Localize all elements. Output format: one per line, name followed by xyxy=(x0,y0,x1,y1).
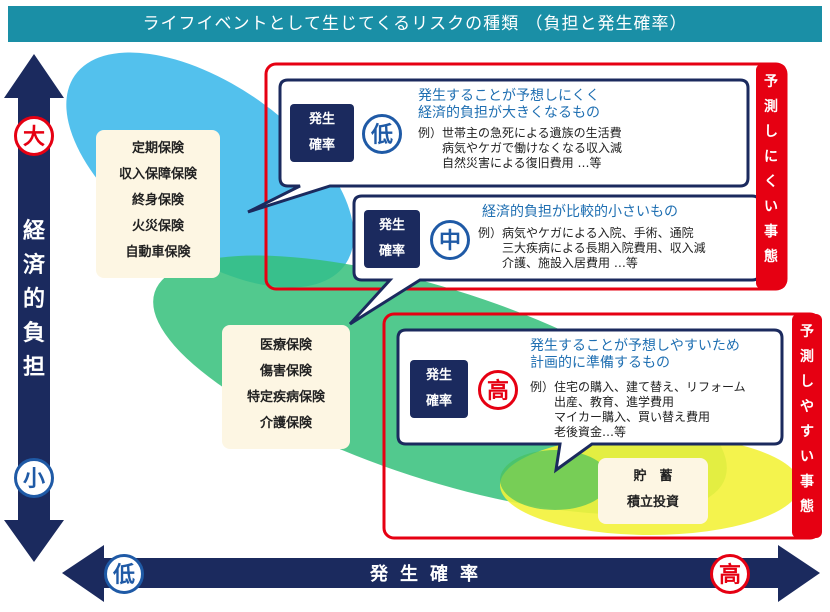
bubble-mid-level: 中 xyxy=(430,220,470,260)
x-axis-left-label: 低 xyxy=(104,554,144,594)
insurance-item: 介護保険 xyxy=(259,416,312,431)
x-axis-label: 発生確率 xyxy=(370,564,490,585)
bubble-high-heading: 発生することが予想しやすいため 計画的に準備するもの xyxy=(530,338,740,371)
x-axis-right-label: 高 xyxy=(710,554,750,594)
insurance-item: 収入保障保険 xyxy=(118,167,197,182)
insurance-group-middle: 医療保険 傷害保険 特定疾病保険 介護保険 xyxy=(222,325,350,449)
savings-group: 貯 蓄 積立投資 xyxy=(598,458,708,524)
bubble-low-probability-box: 発生 確率 xyxy=(290,104,354,162)
page-title: ライフイベントとして生じてくるリスクの種類 （負担と発生確率） xyxy=(8,6,822,42)
bubble-high-probability-box: 発生 確率 xyxy=(410,360,468,418)
bubble-low-example-prefix: 例） xyxy=(418,126,443,140)
savings-item: 貯 蓄 xyxy=(633,469,673,484)
y-axis-bottom-label: 小 xyxy=(14,458,54,498)
hard-to-predict-frame xyxy=(264,62,788,291)
insurance-item: 火災保険 xyxy=(131,219,184,234)
insurance-group-top: 定期保険 収入保障保険 終身保険 火災保険 自動車保険 xyxy=(96,130,220,278)
bubble-mid-heading: 経済的負担が比較的小さいもの xyxy=(482,204,678,220)
bubble-mid-example-prefix: 例） xyxy=(478,226,503,240)
bubble-mid-examples: 病気やケガによる入院、手術、通院 三大疾病による長期入院費用、収入減 介護、施設… xyxy=(502,226,706,270)
side-label-easy-to-predict: 予 測 し や す い 事 態 xyxy=(792,314,822,538)
bubble-low-shape xyxy=(247,78,750,214)
bubble-mid-probability-box: 発生 確率 xyxy=(364,210,420,268)
bubble-low-examples: 世帯主の急死による遺族の生活費 病気やケガで働けなくなる収入減 自然災害による復… xyxy=(442,126,623,170)
bubble-high-example-prefix: 例） xyxy=(530,380,555,394)
side-label-hard-to-predict: 予 測 し に く い 事 態 xyxy=(756,64,786,289)
x-axis-arrow xyxy=(62,545,820,602)
bubble-high-level: 高 xyxy=(478,370,518,410)
insurance-item: 自動車保険 xyxy=(125,245,191,260)
y-axis-arrow xyxy=(4,54,64,562)
insurance-item: 定期保険 xyxy=(131,141,184,156)
bubble-low-heading: 発生することが予想しにくく 経済的負担が大きくなるもの xyxy=(418,88,600,121)
insurance-item: 特定疾病保険 xyxy=(246,390,325,405)
insurance-item: 終身保険 xyxy=(131,193,184,208)
savings-item: 積立投資 xyxy=(626,495,679,510)
bubble-low-level: 低 xyxy=(362,114,402,154)
y-axis-label: 経 済 的 負 担 xyxy=(22,219,45,380)
y-axis-top-label: 大 xyxy=(14,116,54,156)
insurance-item: 医療保険 xyxy=(259,338,312,353)
bubble-high-examples: 住宅の購入、建て替え、リフォーム 出産、教育、進学費用 マイカー購入、買い替え費… xyxy=(554,380,746,439)
bubble-high-shape xyxy=(396,328,784,474)
insurance-item: 傷害保険 xyxy=(259,364,312,379)
